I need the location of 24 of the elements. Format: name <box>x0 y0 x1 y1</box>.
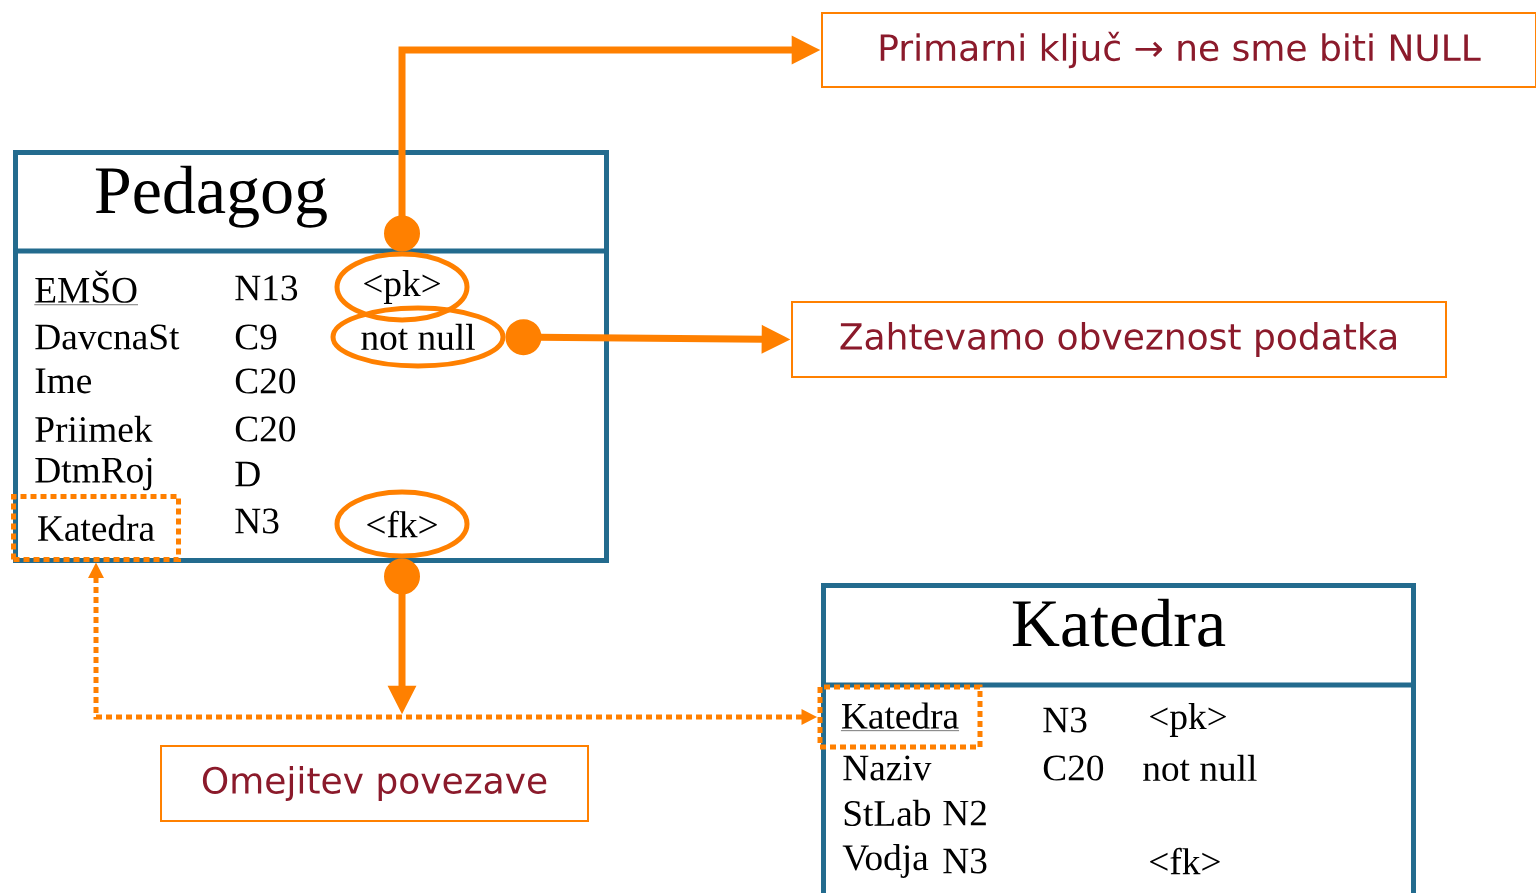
highlight-box: Katedra <box>817 684 983 750</box>
table-cell: N3 <box>943 848 987 874</box>
table-cell: N13 <box>235 275 298 301</box>
table-cell: C20 <box>235 416 296 442</box>
callout-box: Primarni ključ → ne sme biti NULL <box>821 12 1536 88</box>
table-cell: <pk> <box>1150 703 1226 737</box>
table-cell: D <box>235 461 260 487</box>
table-cell: N3 <box>1043 707 1087 733</box>
table-cell: EMŠO <box>34 270 139 305</box>
table-cell: DavcnaSt <box>35 324 180 350</box>
table-cell: <fk> <box>1150 847 1220 875</box>
table-cell: C20 <box>235 368 296 394</box>
table-cell: Vodja <box>842 844 929 878</box>
callout-box: Omejitev povezave <box>160 745 589 822</box>
table-cell: N2 <box>943 800 986 826</box>
highlight-box: Katedra <box>11 494 181 562</box>
callout-box: Zahtevamo obveznost podatka <box>791 301 1447 378</box>
table-cell: C9 <box>235 324 277 350</box>
table-cell: C20 <box>1043 755 1104 781</box>
table-cell: not null <box>1143 754 1257 782</box>
table-cell: Priimek <box>35 415 153 443</box>
table-cell: StLab <box>844 799 931 827</box>
table-cell: Ime <box>35 368 91 394</box>
table-cell: N3 <box>235 508 279 534</box>
